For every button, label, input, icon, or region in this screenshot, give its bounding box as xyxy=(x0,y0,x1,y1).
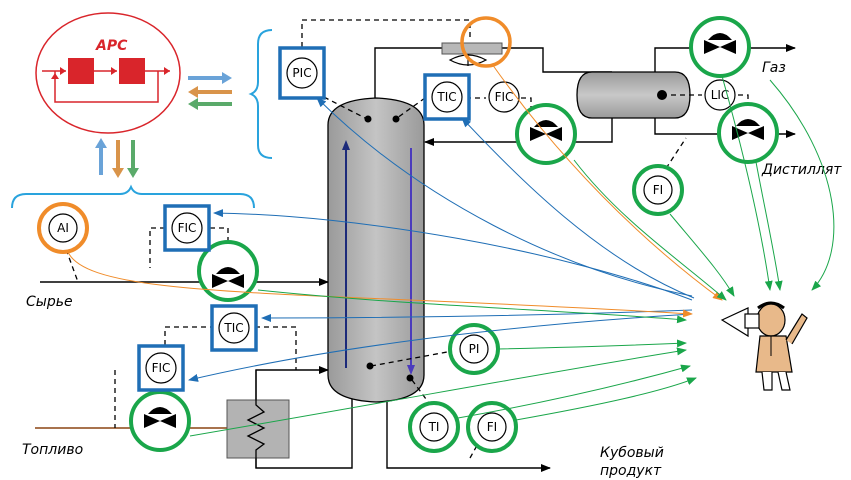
instrument-pi[interactable]: PI xyxy=(448,323,500,375)
info-flow-orange xyxy=(67,63,723,318)
stream-bottoms-label-2: продукт xyxy=(600,463,662,479)
reboiler-heater xyxy=(226,370,290,468)
instrument-ai[interactable]: AI xyxy=(37,202,89,254)
info-flow-green xyxy=(189,75,835,437)
tic-bottom-label: TIC xyxy=(223,321,243,335)
apc-comm-arrows xyxy=(95,72,232,178)
left-brace xyxy=(11,184,255,209)
operator-megaphone-icon xyxy=(720,301,808,391)
apc-feedback-line xyxy=(54,71,159,103)
instrument-fic-feed[interactable]: FIC xyxy=(163,204,211,252)
pic-label: PIC xyxy=(292,66,311,80)
stream-distillate-label: Дистиллят xyxy=(761,162,842,178)
instrument-fi-distillate[interactable]: FI xyxy=(632,164,684,216)
apc-label: APC xyxy=(95,38,128,54)
instrument-fi-bottoms[interactable]: FI xyxy=(466,401,518,453)
fic-fuel-label: FIC xyxy=(152,361,171,375)
instrument-ti[interactable]: TI xyxy=(408,401,460,453)
tic-top-label: TIC xyxy=(436,90,456,104)
apc-controller-box-2 xyxy=(119,58,145,84)
fi-distillate-label: FI xyxy=(653,183,663,197)
ai-label: AI xyxy=(57,221,69,235)
instrument-lic[interactable]: LIC xyxy=(704,79,736,111)
instrument-pic[interactable]: PIC xyxy=(278,46,326,100)
apc-ellipse xyxy=(35,12,181,134)
condenser-orange-ring[interactable] xyxy=(460,16,512,68)
instrument-fic-top[interactable]: FIC xyxy=(488,81,520,113)
stream-fuel-label: Топливо xyxy=(22,442,83,458)
instrument-fic-fuel[interactable]: FIC xyxy=(137,344,185,392)
lic-label: LIC xyxy=(711,88,730,102)
valve-feed[interactable] xyxy=(197,240,259,302)
distillation-column xyxy=(327,97,425,403)
top-brace xyxy=(248,29,273,159)
stream-gas-label: Газ xyxy=(762,60,786,76)
instrument-tic-bottom[interactable]: TIC xyxy=(210,304,258,352)
valve-gas[interactable] xyxy=(689,16,751,78)
instrument-tic-top[interactable]: TIC xyxy=(423,73,471,121)
apc-controller-box-1 xyxy=(68,58,94,84)
stream-feed-label: Сырье xyxy=(26,294,73,310)
info-flow-blue xyxy=(188,97,695,382)
pi-label: PI xyxy=(469,342,480,356)
apc-block[interactable]: APC xyxy=(35,12,181,134)
reflux-drum xyxy=(576,71,691,119)
fic-top-label: FIC xyxy=(495,90,514,104)
fi-bottoms-label: FI xyxy=(487,420,497,434)
valve-distillate[interactable] xyxy=(717,102,779,164)
valve-fuel[interactable] xyxy=(129,390,191,452)
ti-label: TI xyxy=(428,420,440,434)
stream-bottoms-label-1: Кубовый xyxy=(600,445,664,461)
fic-feed-label: FIC xyxy=(178,221,197,235)
